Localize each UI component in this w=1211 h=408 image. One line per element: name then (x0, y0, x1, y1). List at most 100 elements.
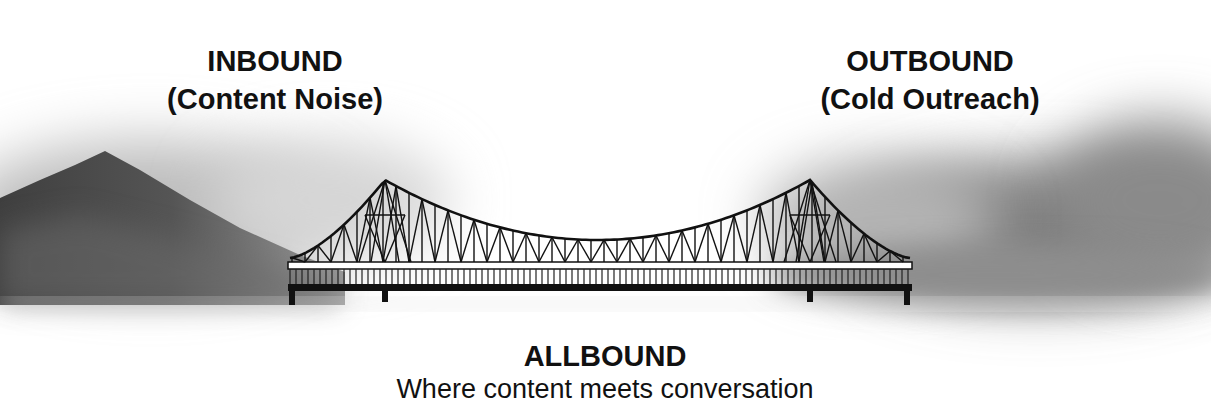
truss-member (538, 235, 539, 262)
rail-post (895, 269, 896, 285)
truss-member (487, 227, 500, 262)
truss-member (681, 231, 682, 262)
truss-member (810, 180, 836, 262)
rail-post (685, 269, 686, 285)
ground-haze (0, 300, 1211, 308)
rail-post (799, 269, 800, 285)
rail-post (523, 269, 524, 285)
rail-post (613, 269, 614, 285)
truss-member (656, 235, 669, 262)
rail-post (481, 269, 482, 285)
truss-member (682, 231, 695, 262)
rail-post (457, 269, 458, 285)
truss-member (796, 180, 810, 262)
rail-post (469, 269, 470, 285)
concept-heading: ALLBOUND (524, 341, 687, 373)
rail-post (313, 269, 314, 285)
truss-member (448, 210, 461, 262)
truss-member (630, 239, 643, 262)
rail-post (865, 269, 866, 285)
truss-member (513, 233, 526, 262)
truss-member (318, 246, 331, 262)
label-slot: Where content meets conversation (396, 375, 813, 405)
truss-member (356, 212, 357, 262)
truss-member (790, 214, 830, 215)
rail-post (337, 269, 338, 285)
truss-member (759, 205, 760, 262)
truss-member (734, 215, 747, 262)
rail-post (577, 269, 578, 285)
truss-member (385, 215, 405, 262)
label-slot: (Content Noise) (167, 84, 383, 116)
truss-member (707, 224, 708, 262)
rail-post (583, 269, 584, 285)
rail-post (901, 269, 902, 285)
rail-post (433, 269, 434, 285)
truss-member (365, 215, 385, 262)
rail-post (745, 269, 746, 285)
rail-post (733, 269, 734, 285)
truss-member (552, 237, 565, 262)
truss-member (877, 251, 890, 262)
truss-member (551, 237, 552, 262)
rail-post (505, 269, 506, 285)
truss-member (851, 234, 864, 262)
rail-post (379, 269, 380, 285)
mountain (0, 151, 345, 305)
rail-post (625, 269, 626, 285)
rail-post (529, 269, 530, 285)
truss-member (409, 199, 422, 262)
rail-post (709, 269, 710, 285)
truss-member (344, 225, 357, 262)
rail-post (391, 269, 392, 285)
truss-member (668, 233, 669, 262)
truss-member (604, 240, 617, 262)
rail-post (595, 269, 596, 285)
rail-post (673, 269, 674, 285)
right-fog (760, 120, 1211, 305)
rail-post (889, 269, 890, 285)
rail-post (649, 269, 650, 285)
truss-member (785, 193, 786, 262)
truss-member (590, 240, 591, 262)
truss-member (317, 246, 318, 262)
label-slot: INBOUND (207, 46, 342, 78)
truss-member (655, 235, 656, 262)
rail-post (493, 269, 494, 285)
truss-member (343, 225, 344, 262)
rail-post (631, 269, 632, 285)
truss-member (825, 210, 838, 262)
truss-member (422, 199, 435, 262)
rail-post (697, 269, 698, 285)
rail-post (829, 269, 830, 285)
rail-post (739, 269, 740, 285)
deck-top (288, 262, 912, 269)
rail-post (385, 269, 386, 285)
truss-member (629, 239, 630, 262)
truss-member (733, 215, 734, 262)
truss-member (616, 239, 617, 262)
truss-member (357, 198, 370, 262)
rail-post (325, 269, 326, 285)
rail-post (793, 269, 794, 285)
deck-rail (290, 269, 908, 285)
rail-post (817, 269, 818, 285)
rail-post (361, 269, 362, 285)
mountain-shade (0, 215, 340, 305)
rail-post (475, 269, 476, 285)
deck-bottom (288, 284, 912, 291)
rail-post (601, 269, 602, 285)
main-cable (290, 180, 910, 258)
truss-member (694, 227, 695, 262)
pier (904, 290, 910, 305)
rail-post (565, 269, 566, 285)
rail-post (451, 269, 452, 285)
rail-post (409, 269, 410, 285)
truss-member (642, 237, 643, 262)
truss-member (359, 180, 385, 262)
truss-member (460, 215, 461, 262)
rail-post (811, 269, 812, 285)
rail-post (871, 269, 872, 285)
truss-member (486, 224, 487, 262)
